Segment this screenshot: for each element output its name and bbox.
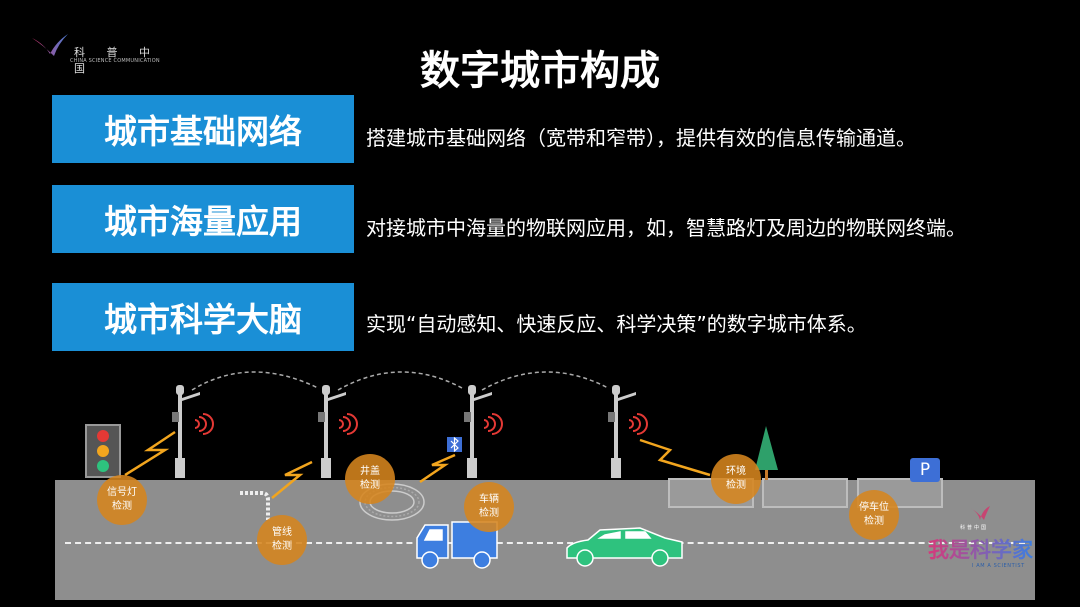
- scene-graphics: [85, 371, 778, 569]
- wifi-signal-icon: [628, 413, 648, 435]
- logo-text-en: CHINA SCIENCE COMMUNICATION: [70, 58, 160, 64]
- city-scene: P 信号灯检测 管线检测 井盖检测 车辆检测 环境检测 停车位检测: [0, 370, 1080, 607]
- watermark: 科普中国 我是科学家 I AM A SCIENTIST: [928, 500, 1038, 580]
- row-desc-network: 搭建城市基础网络（宽带和窄带），提供有效的信息传输通道。: [366, 126, 916, 150]
- parking-sign-icon: P: [910, 458, 940, 482]
- tree-icon: [755, 426, 778, 480]
- pipe-icon: [240, 491, 270, 520]
- bubble-environment-detection: 环境检测: [711, 454, 761, 504]
- bubble-vehicle-detection: 车辆检测: [464, 482, 514, 532]
- wifi-signal-icon: [483, 413, 503, 435]
- watermark-wing-icon: [970, 506, 990, 520]
- page-title: 数字城市构成: [420, 48, 660, 94]
- row-desc-brain: 实现“自动感知、快速反应、科学决策”的数字城市体系。: [366, 312, 867, 336]
- street-lamp-icon: [172, 385, 200, 478]
- parking-plot: [762, 478, 848, 508]
- bluetooth-icon: [447, 436, 462, 453]
- street-lamp-icon: [318, 385, 346, 478]
- street-lamp-icon: [608, 385, 636, 478]
- wifi-signal-icon: [338, 413, 358, 435]
- bubble-traffic-light-detection: 信号灯检测: [97, 475, 147, 525]
- row-desc-applications: 对接城市中海量的物联网应用，如，智慧路灯及周边的物联网终端。: [366, 216, 966, 240]
- logo: 科 普 中 国 CHINA SCIENCE COMMUNICATION: [30, 30, 170, 75]
- connection-arcs: [191, 371, 609, 391]
- lane-divider: [65, 542, 1025, 544]
- watermark-en: I AM A SCIENTIST: [972, 563, 1025, 569]
- row-label-brain: 城市科学大脑: [52, 283, 354, 351]
- bubble-manhole-detection: 井盖检测: [345, 454, 395, 504]
- traffic-light-icon: [85, 424, 121, 478]
- bubble-parking-detection: 停车位检测: [849, 490, 899, 540]
- row-label-applications: 城市海量应用: [52, 185, 354, 253]
- row-label-network: 城市基础网络: [52, 95, 354, 163]
- lightning-icon: [124, 430, 711, 499]
- watermark-small-cn: 科普中国: [960, 525, 989, 531]
- wifi-signal-icon: [194, 413, 214, 435]
- watermark-cn: 我是科学家: [928, 534, 1033, 564]
- street-lamp-icon: [464, 385, 492, 478]
- logo-text-cn: 科 普 中 国: [74, 46, 159, 75]
- bubble-pipeline-detection: 管线检测: [257, 515, 307, 565]
- car-icon: [566, 527, 683, 567]
